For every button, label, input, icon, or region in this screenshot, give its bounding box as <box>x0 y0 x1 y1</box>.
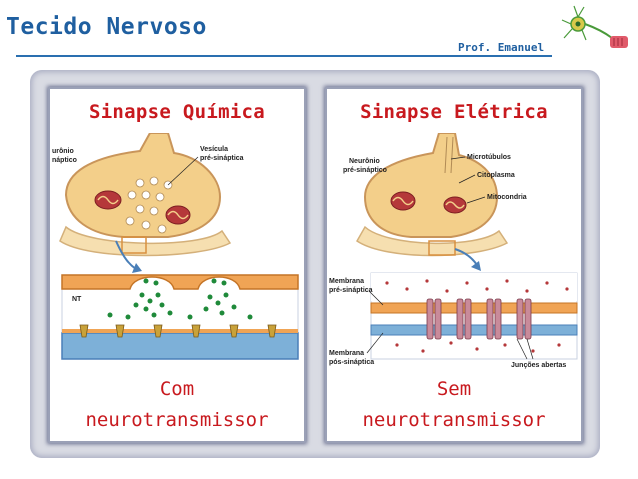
label-vesicle-2: pré-sináptica <box>200 155 244 162</box>
caption-line-2: neurotransmissor <box>85 409 269 431</box>
postsynaptic-membrane <box>61 332 299 360</box>
zoom-box <box>428 240 456 256</box>
receptor-channels <box>79 324 277 338</box>
zoom-box <box>121 236 147 254</box>
panel-caption: Sem neurotransmissor <box>327 374 581 436</box>
label-cytoplasm: Citoplasma <box>477 172 515 179</box>
label-neuron-pre: Neurônio <box>349 158 380 165</box>
panel-electrical-synapse: Sinapse Elétrica Neurônio pré-sináptico … <box>325 87 583 443</box>
label-neuron-pre-2: pré-sináptico <box>343 167 387 174</box>
page-title: Tecido Nervoso <box>6 14 207 40</box>
ion-particles <box>385 279 569 353</box>
electrical-synapse-diagram: Neurônio pré-sináptico Microtúbulos Cito… <box>329 133 578 369</box>
neurotransmitter-molecules <box>107 278 253 320</box>
chemical-synapse-diagram: urônio náptico Vesícula pré-sináptica <box>52 133 299 360</box>
label-neuron-pre-2: náptico <box>52 157 77 164</box>
label-membrane-pre: Membrana <box>329 278 364 285</box>
label-membrane-pre-2: pré-sináptica <box>329 287 373 294</box>
label-membrane-post-2: pós-sináptica <box>329 359 374 366</box>
label-vesicle: Vesícula <box>200 146 228 153</box>
label-membrane-post: Membrana <box>329 350 364 357</box>
axon-terminal <box>363 133 499 238</box>
caption-line-2: neurotransmissor <box>362 409 546 431</box>
panel-heading: Sinapse Elétrica <box>360 101 548 123</box>
presynaptic-membrane <box>61 274 299 290</box>
panel-heading: Sinapse Química <box>88 101 266 123</box>
title-underline <box>16 55 552 57</box>
caption-line-1: Sem <box>436 378 472 400</box>
label-gap-junctions: Junções abertas <box>511 362 566 369</box>
presynaptic-membrane <box>370 302 578 314</box>
panel-chemical-synapse: Sinapse Química urônio náptico Vesícula … <box>48 87 306 443</box>
author-name: Prof. Emanuel <box>458 41 545 54</box>
postsynaptic-membrane <box>370 324 578 336</box>
caption-line-1: Com <box>159 378 195 400</box>
panel-caption: Com neurotransmissor <box>50 374 304 436</box>
gap-junction-channels <box>426 298 532 340</box>
label-neuron-pre: urônio <box>52 148 74 155</box>
neuron-cell-icon <box>560 2 634 56</box>
label-mitochondria: Mitocondria <box>487 194 527 201</box>
label-microtubules: Microtúbulos <box>467 154 511 161</box>
label-nt: NT <box>72 296 82 303</box>
